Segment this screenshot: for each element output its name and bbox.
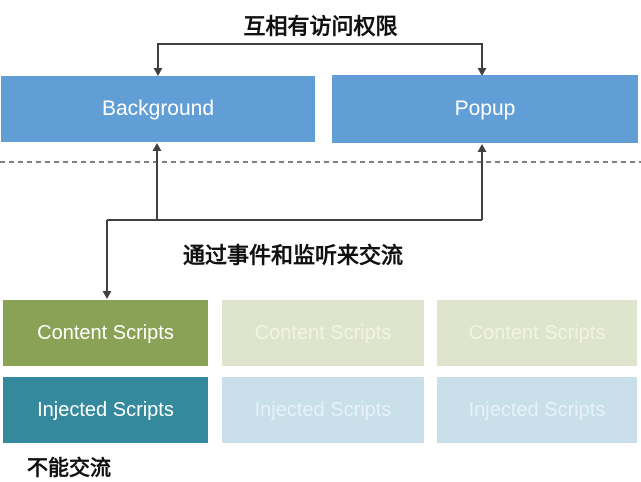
arrow-down-into-content-scripts-icon (102, 291, 112, 299)
injected-scripts-box-2: Injected Scripts (222, 377, 424, 443)
top-bracket-line (157, 43, 483, 69)
injected-scripts-box-3: Injected Scripts (437, 377, 637, 443)
injected-scripts-box-1: Injected Scripts (3, 377, 208, 443)
background-node: Background (1, 76, 315, 142)
popup-node: Popup (332, 75, 638, 143)
content-scripts-box-1: Content Scripts (3, 300, 208, 366)
top-label-mutual-access: 互相有访问权限 (243, 14, 398, 39)
middle-label-events-communication: 通过事件和监听来交流 (182, 243, 403, 268)
content-scripts-box-3: Content Scripts (437, 300, 637, 366)
middle-connector-line (106, 151, 483, 291)
arrow-down-into-background-icon (153, 68, 163, 76)
bottom-label-cannot-communicate: 不能交流 (27, 457, 111, 480)
arrow-up-into-background-icon (152, 143, 162, 151)
content-scripts-box-2: Content Scripts (222, 300, 424, 366)
arrow-up-into-popup-icon (477, 144, 487, 152)
